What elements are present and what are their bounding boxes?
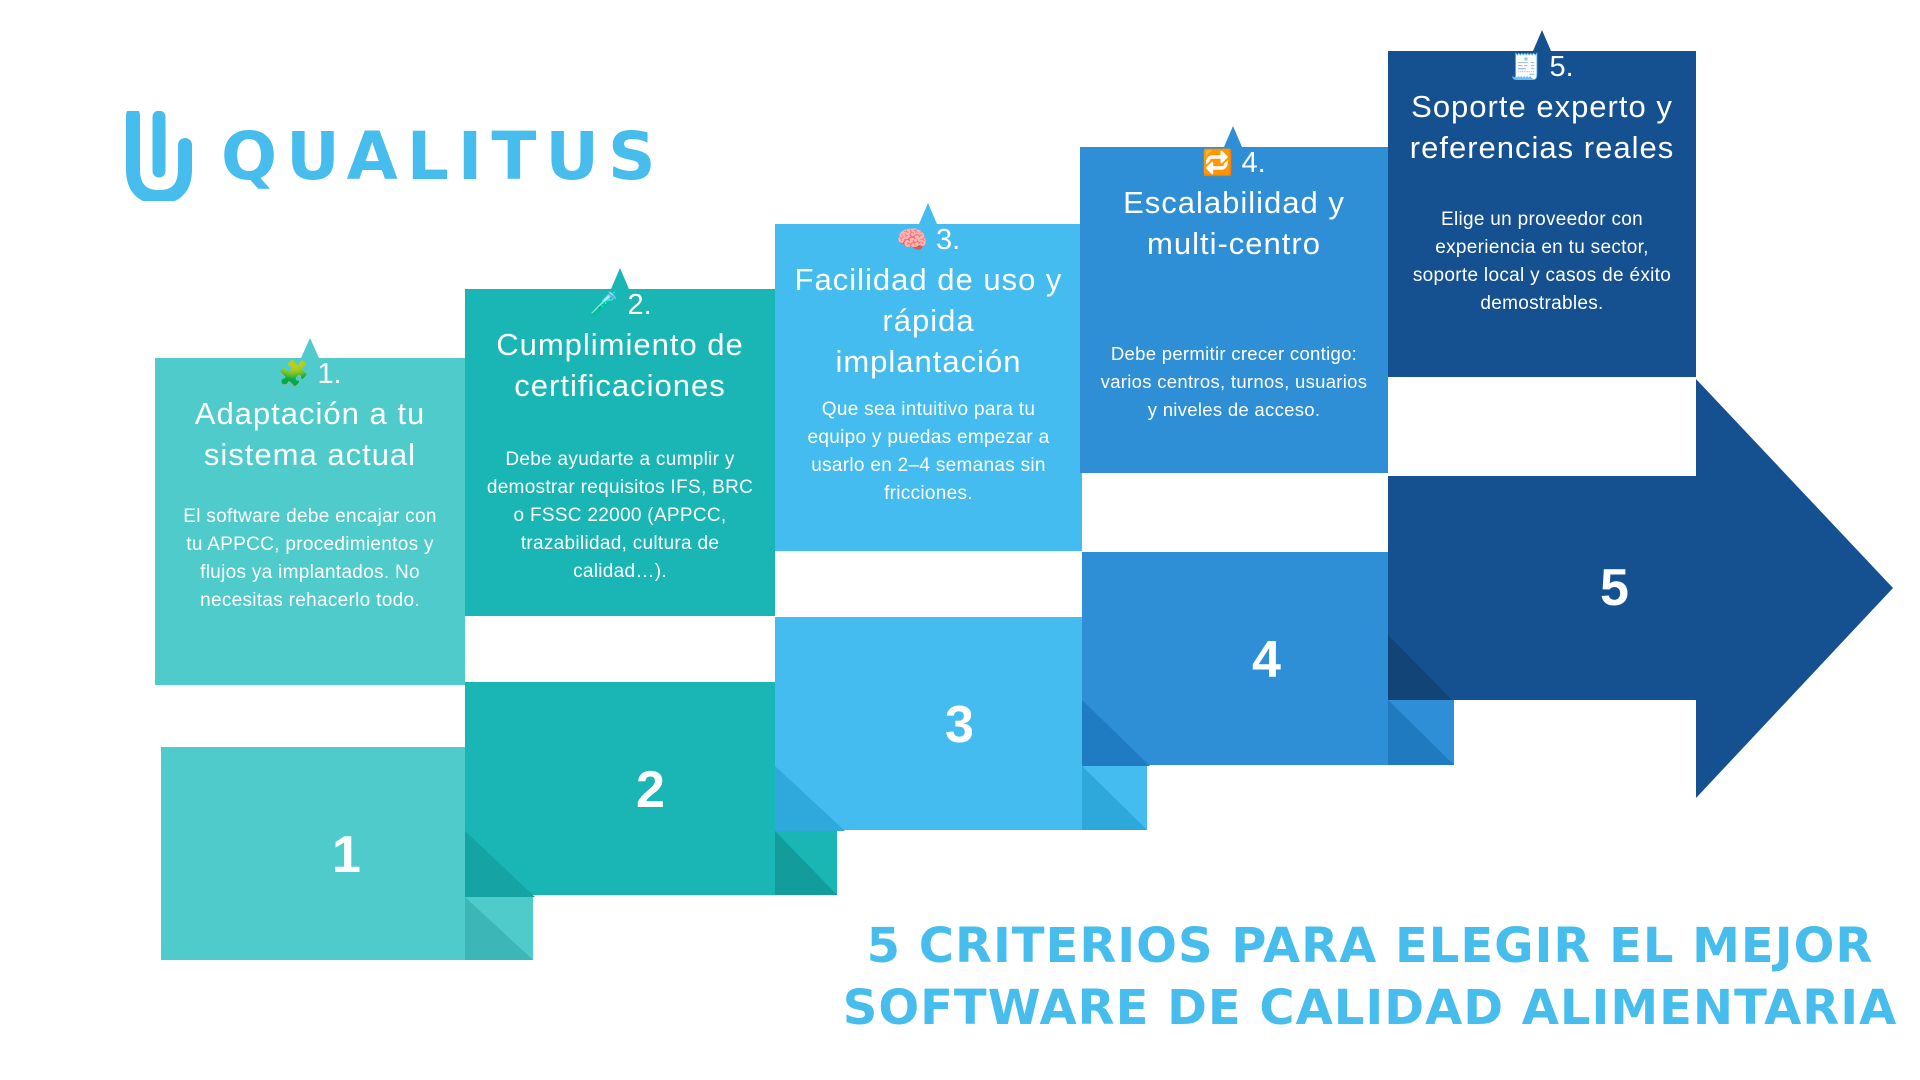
- criterion-4-description: Debe permitir crecer contigo: varios cen…: [1100, 343, 1368, 420]
- criterion-3-title: Facilidad de uso y rápida implantación: [794, 262, 1063, 379]
- criterion-1-header: 🧩 1.: [161, 358, 459, 391]
- card-4-notch: [1224, 126, 1242, 147]
- criterion-2-description: Debe ayudarte a cumplir y demostrar requ…: [486, 449, 754, 582]
- criterion-4-number: 4.: [1241, 147, 1266, 179]
- step-4-fold-shade: [1388, 700, 1454, 765]
- step-1-fold-shade: [465, 897, 533, 960]
- criterion-1-description: El software debe encajar con tu APPCC, p…: [183, 506, 437, 611]
- criterion-4-header: 🔁 4.: [1086, 147, 1382, 180]
- card-4-bg: [1080, 147, 1388, 473]
- card-3-notch: [919, 203, 937, 224]
- step-2-fold-shade: [775, 831, 837, 895]
- criterion-2-header: 🧪 2.: [471, 289, 769, 322]
- criterion-card-3: 🧠 3. Facilidad de uso y rápida implantac…: [775, 224, 1082, 508]
- title-line-2: SOFTWARE DE CALIDAD ALIMENTARIA: [842, 980, 1898, 1036]
- step-5-arrow: [1388, 379, 1893, 798]
- card-2-notch: [611, 268, 629, 289]
- criterion-4-title: Escalabilidad y multi-centro: [1123, 185, 1345, 261]
- brand-name: QUALITUS: [221, 117, 665, 195]
- step-5-number: 5: [1600, 559, 1629, 617]
- step-3-fold-shade: [1082, 766, 1147, 830]
- refresh-icon: 🔁: [1202, 149, 1234, 177]
- criterion-3-description: Que sea intuitivo para tu equipo y pueda…: [807, 399, 1050, 504]
- criterion-5-description: Elige un proveedor con experiencia en tu…: [1412, 209, 1672, 314]
- criterion-2-title: Cumplimiento de certificaciones: [496, 327, 744, 403]
- criterion-card-4: 🔁 4. Escalabilidad y multi-centro Debe p…: [1080, 147, 1388, 424]
- qualitus-logo: QUALITUS: [125, 110, 665, 202]
- puzzle-icon: 🧩: [278, 360, 310, 388]
- criterion-2-number: 2.: [627, 289, 652, 321]
- brain-icon: 🧠: [896, 226, 928, 254]
- card-1-bg: [155, 358, 465, 685]
- step-4-fold: [1082, 700, 1150, 766]
- criterion-5-header: 🧾 5.: [1394, 51, 1690, 84]
- step-4-number: 4: [1252, 631, 1281, 689]
- card-2-bg: [465, 289, 775, 616]
- step-1-number: 1: [332, 826, 361, 884]
- step-5-fold: [1388, 635, 1452, 700]
- card-5-notch: [1533, 30, 1551, 51]
- test-tube-icon: 🧪: [588, 291, 620, 319]
- card-3-bg: [775, 224, 1082, 551]
- criterion-card-1: 🧩 1. Adaptación a tu sistema actual El s…: [155, 358, 465, 615]
- criterion-1-title: Adaptación a tu sistema actual: [194, 396, 426, 472]
- criterion-5-number: 5.: [1549, 51, 1574, 83]
- step-3-fold: [775, 766, 845, 831]
- criterion-3-number: 3.: [935, 224, 961, 256]
- criterion-1-number: 1.: [317, 358, 342, 390]
- criterion-card-5: 🧾 5. Soporte experto y referencias reale…: [1388, 51, 1696, 318]
- step-3-number: 3: [945, 696, 974, 754]
- card-1-notch: [301, 338, 319, 358]
- card-5-bg: [1388, 51, 1696, 377]
- step-2-fold: [465, 831, 535, 897]
- title-line-1: 5 CRITERIOS PARA ELEGIR EL MEJOR: [866, 918, 1874, 974]
- receipt-icon: 🧾: [1510, 53, 1542, 81]
- criterion-3-header: 🧠 3.: [781, 224, 1076, 257]
- step-2-number: 2: [636, 761, 665, 819]
- infographic-title: 5 CRITERIOS PARA ELEGIR EL MEJOR SOFTWAR…: [840, 915, 1900, 1039]
- criterion-5-title: Soporte experto y referencias reales: [1409, 89, 1675, 165]
- criterion-card-2: 🧪 2. Cumplimiento de certificaciones Deb…: [465, 289, 775, 586]
- qualitus-logo-mark-icon: [126, 111, 192, 201]
